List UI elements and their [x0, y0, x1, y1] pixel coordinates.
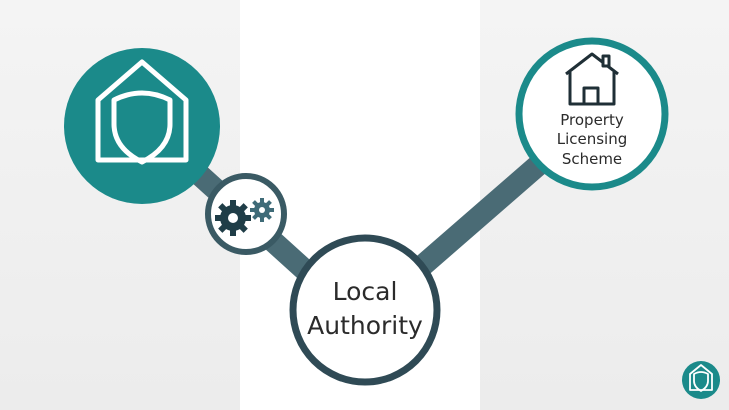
local-authority-label-line-1: Local [333, 277, 398, 306]
gears-icon [215, 198, 274, 236]
logo-node [64, 48, 220, 204]
local-authority-label: Local Authority [307, 277, 423, 340]
property-licensing-label-line-3: Scheme [562, 150, 622, 168]
corner-logo [682, 361, 720, 399]
house-icon [565, 52, 619, 106]
property-licensing-label: Property Licensing Scheme [557, 111, 628, 168]
gears-node [205, 173, 287, 255]
property-licensing-label-line-1: Property [560, 111, 624, 129]
property-licensing-node: Property Licensing Scheme [515, 37, 669, 191]
corner-house-shield-icon [689, 364, 713, 392]
local-authority-node: Local Authority [289, 234, 441, 386]
property-licensing-label-line-2: Licensing [557, 130, 628, 148]
house-shield-icon [95, 59, 189, 165]
local-authority-label-line-2: Authority [307, 311, 423, 340]
